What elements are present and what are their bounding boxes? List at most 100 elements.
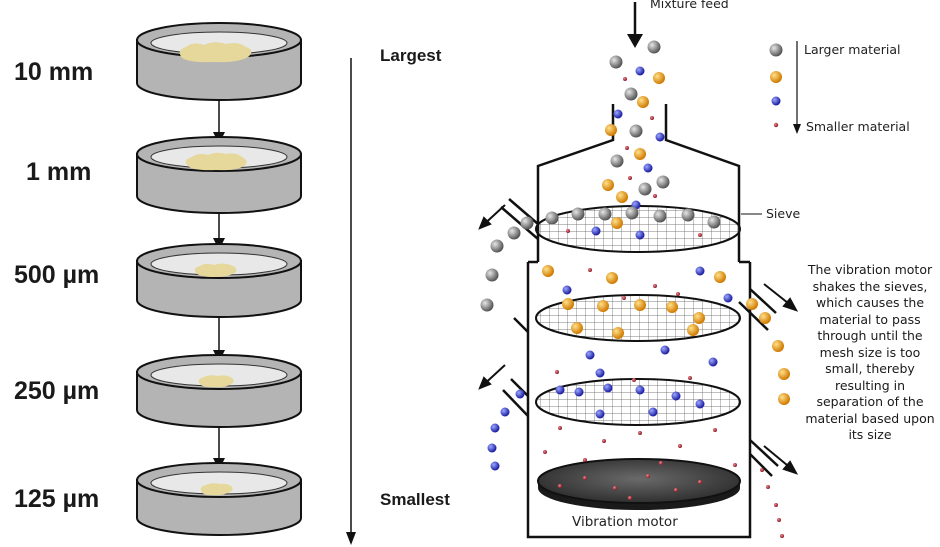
middle-sieve (535, 294, 741, 342)
tiny-particle (766, 485, 770, 489)
small-particle (655, 132, 665, 142)
small-particle (500, 407, 510, 417)
medium-particle (693, 312, 705, 324)
medium-particle (597, 300, 609, 312)
small-particle (555, 385, 565, 395)
sieve-pan-1mm (136, 136, 302, 214)
vibration-motor-label: Vibration motor (572, 514, 678, 530)
medium-particle (611, 217, 623, 229)
tiny-particle (555, 370, 559, 374)
sample-pile (194, 263, 237, 277)
tiny-particle (774, 503, 778, 507)
medium-particle (606, 272, 618, 284)
small-particle (723, 293, 733, 303)
small-particle (631, 200, 641, 210)
discharge-chutes (500, 198, 779, 477)
tiny-particle (688, 376, 692, 380)
sample-pile (200, 483, 233, 496)
sample-pile (185, 152, 247, 171)
bottom-sieve (535, 378, 741, 426)
medium-particle (634, 299, 646, 311)
particle-size-legend (769, 41, 801, 134)
medium-particle (778, 393, 790, 405)
tiny-particle (650, 116, 654, 120)
sieve-pan-250um (136, 354, 302, 428)
small-particle (635, 66, 645, 76)
large-particle (490, 239, 504, 253)
medium-particle (653, 72, 665, 84)
small-particle (660, 345, 670, 355)
stacked-sieves-diagram (136, 22, 356, 545)
tiny-particle (583, 476, 587, 480)
large-particle (629, 124, 643, 138)
small-particle (603, 383, 613, 393)
small-particle (562, 285, 572, 295)
small-particle (643, 163, 653, 173)
small-particle (591, 226, 601, 236)
particle-field (480, 40, 790, 538)
large-particle (480, 298, 494, 312)
tiny-particle (698, 233, 702, 237)
outflow-arrows (478, 204, 799, 475)
sieve-label: Sieve (766, 206, 801, 221)
mixture-feed-arrow (627, 2, 643, 48)
medium-particle (637, 96, 649, 108)
medium-particle (562, 298, 574, 310)
tiny-particle (558, 426, 562, 430)
legend-large-particle (769, 43, 783, 57)
small-particle (585, 350, 595, 360)
large-particle (545, 211, 559, 225)
sieve-size-label: 500 µm (14, 261, 100, 289)
legend-medium-particle (770, 71, 782, 83)
tiny-particle (583, 458, 587, 462)
tiny-particle (653, 194, 657, 198)
tiny-particle (622, 296, 626, 300)
legend-smaller-label: Smaller material (806, 119, 910, 134)
legend-larger-label: Larger material (804, 42, 901, 57)
tiny-particle (780, 534, 784, 538)
tiny-particle (646, 474, 650, 478)
process-description: The vibration motor shakes the sieves, w… (805, 262, 935, 442)
legend-tiny-particle (773, 122, 779, 128)
largest-label: Largest (380, 46, 442, 65)
large-particle (681, 208, 695, 222)
tiny-particle (625, 146, 629, 150)
collecting-pan (537, 458, 741, 510)
tiny-particle (623, 77, 627, 81)
small-particle (695, 399, 705, 409)
large-particle (656, 175, 670, 189)
small-particle (613, 109, 623, 119)
tiny-particle (632, 378, 636, 382)
tiny-particle (777, 518, 781, 522)
tiny-particle (674, 488, 678, 492)
tiny-particle (676, 292, 680, 296)
large-particle (485, 268, 499, 282)
small-particle (695, 266, 705, 276)
tiny-particle (698, 480, 702, 484)
small-particle (635, 230, 645, 240)
sieve-vessel (526, 104, 752, 539)
medium-particle (602, 179, 614, 191)
large-particle (647, 40, 661, 54)
small-particle (490, 461, 500, 471)
large-particle (507, 226, 521, 240)
tiny-particle (638, 431, 642, 435)
medium-particle (759, 312, 771, 324)
small-particle (595, 409, 605, 419)
large-particle (598, 207, 612, 221)
tiny-particle (659, 461, 663, 465)
medium-particle (542, 265, 554, 277)
small-particle (671, 391, 681, 401)
size-gradient-arrow (346, 58, 356, 545)
small-particle (708, 357, 718, 367)
large-particle (571, 207, 585, 221)
tiny-particle (558, 484, 562, 488)
tiny-particle (588, 268, 592, 272)
sieve-size-label: 10 mm (14, 58, 94, 86)
sieve-pan-10mm (136, 22, 302, 101)
tiny-particle (602, 439, 606, 443)
small-particle (487, 443, 497, 453)
smallest-label: Smallest (380, 490, 450, 509)
large-particle (625, 206, 639, 220)
medium-particle (772, 340, 784, 352)
